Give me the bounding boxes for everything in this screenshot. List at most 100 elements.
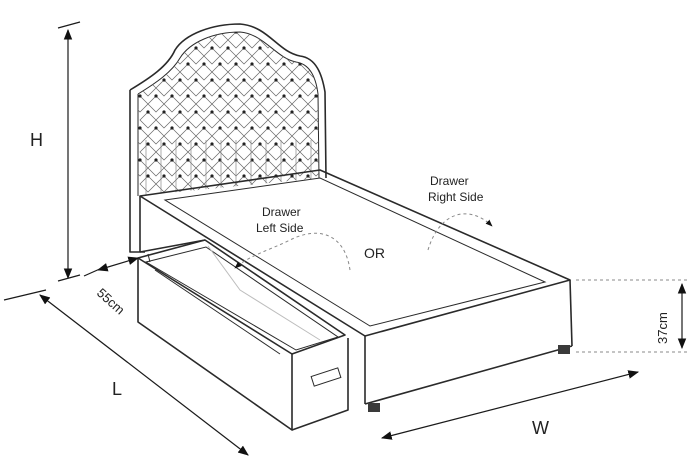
tuft-diamond xyxy=(195,32,213,49)
tuft-button xyxy=(162,78,166,82)
tuft-diamond xyxy=(195,127,213,145)
tuft-button xyxy=(146,46,150,50)
tuft-diamond xyxy=(179,63,197,81)
tuft-button xyxy=(306,174,310,178)
tuft-diamond xyxy=(171,79,189,97)
tuft-button xyxy=(234,32,238,34)
tuft-button xyxy=(234,62,238,66)
tuft-button xyxy=(274,142,278,146)
tuft-diamond xyxy=(275,127,293,145)
tuft-diamond xyxy=(235,111,253,129)
tuft-button xyxy=(298,158,302,162)
tuft-button xyxy=(170,158,174,162)
tuft-button xyxy=(290,110,294,114)
dimension-length: L xyxy=(3,289,249,456)
tuft-button xyxy=(138,94,142,98)
tuft-diamond xyxy=(259,63,277,81)
tuft-diamond xyxy=(235,143,253,161)
tuft-button xyxy=(266,94,270,98)
tuft-button xyxy=(250,62,254,66)
tuft-button xyxy=(178,174,182,178)
tuft-button xyxy=(266,126,270,130)
tuft-button xyxy=(274,110,278,114)
tuft-diamond xyxy=(138,127,149,145)
tuft-button xyxy=(226,110,230,114)
tuft-button xyxy=(170,62,174,66)
tuft-button xyxy=(210,46,214,50)
tuft-diamond xyxy=(307,32,319,49)
tuft-button xyxy=(194,46,198,50)
tuft-diamond xyxy=(243,95,261,113)
tuft-button xyxy=(170,32,174,34)
tuft-diamond xyxy=(299,175,317,193)
tuft-diamond xyxy=(307,127,319,145)
tuft-button xyxy=(138,158,142,162)
tuft-diamond xyxy=(291,95,309,113)
tuft-button xyxy=(266,62,270,66)
tuft-diamond xyxy=(315,47,319,65)
tuft-diamond xyxy=(299,143,317,161)
tuft-button xyxy=(218,32,222,34)
tuft-diamond xyxy=(259,127,277,145)
tuft-button xyxy=(314,158,318,162)
tuft-diamond xyxy=(187,79,205,97)
tuft-button xyxy=(314,32,318,34)
tuft-diamond xyxy=(219,47,237,65)
drawer-handle xyxy=(310,367,342,387)
drawer-right-label-line2: Right Side xyxy=(428,190,484,204)
dimension-height: H xyxy=(30,21,81,282)
tuft-diamond xyxy=(275,32,293,49)
tuft-button xyxy=(162,46,166,50)
tuft-diamond xyxy=(227,63,245,81)
tuft-diamond xyxy=(195,159,213,177)
base-height-label: 37cm xyxy=(655,312,670,344)
tuft-diamond xyxy=(211,159,229,177)
tuft-button xyxy=(274,46,278,50)
tuft-diamond xyxy=(243,159,261,177)
tufting-pattern xyxy=(138,32,319,196)
tuft-diamond xyxy=(275,95,293,113)
tuft-button xyxy=(314,94,318,98)
tuft-diamond xyxy=(147,127,165,145)
tuft-button xyxy=(298,94,302,98)
width-label: W xyxy=(532,418,549,438)
headboard xyxy=(129,23,327,253)
tuft-diamond xyxy=(267,79,285,97)
tuft-diamond xyxy=(243,127,261,145)
tuft-button xyxy=(226,78,230,82)
tuft-diamond xyxy=(139,143,157,161)
tuft-button xyxy=(162,174,166,178)
tuft-button xyxy=(154,94,158,98)
tuft-button xyxy=(186,126,190,130)
tuft-button xyxy=(258,46,262,50)
tuft-button xyxy=(242,142,246,146)
tuft-diamond xyxy=(227,95,245,113)
tuft-diamond xyxy=(243,32,261,49)
tuft-diamond xyxy=(139,175,157,193)
tuft-button xyxy=(282,62,286,66)
tuft-diamond xyxy=(227,32,245,49)
bed-foot xyxy=(368,403,380,412)
tuft-button xyxy=(250,126,254,130)
tuft-diamond xyxy=(203,143,221,161)
tuft-diamond xyxy=(243,63,261,81)
tuft-button xyxy=(154,62,158,66)
tuft-button xyxy=(282,32,286,34)
tuft-button xyxy=(226,142,230,146)
tuft-button xyxy=(282,158,286,162)
drawer-left-label-line2: Left Side xyxy=(256,221,304,235)
tuft-button xyxy=(314,126,318,130)
tuft-diamond xyxy=(147,95,165,113)
tuft-button xyxy=(194,142,198,146)
tuft-button xyxy=(162,110,166,114)
tuft-button xyxy=(258,142,262,146)
tuft-diamond xyxy=(163,95,181,113)
tuft-button xyxy=(234,126,238,130)
tuft-button xyxy=(146,142,150,146)
tuft-button xyxy=(138,32,142,34)
tuft-diamond xyxy=(283,79,301,97)
tuft-button xyxy=(154,158,158,162)
tuft-diamond xyxy=(163,63,181,81)
tuft-button xyxy=(290,46,294,50)
tuft-diamond xyxy=(283,175,301,193)
